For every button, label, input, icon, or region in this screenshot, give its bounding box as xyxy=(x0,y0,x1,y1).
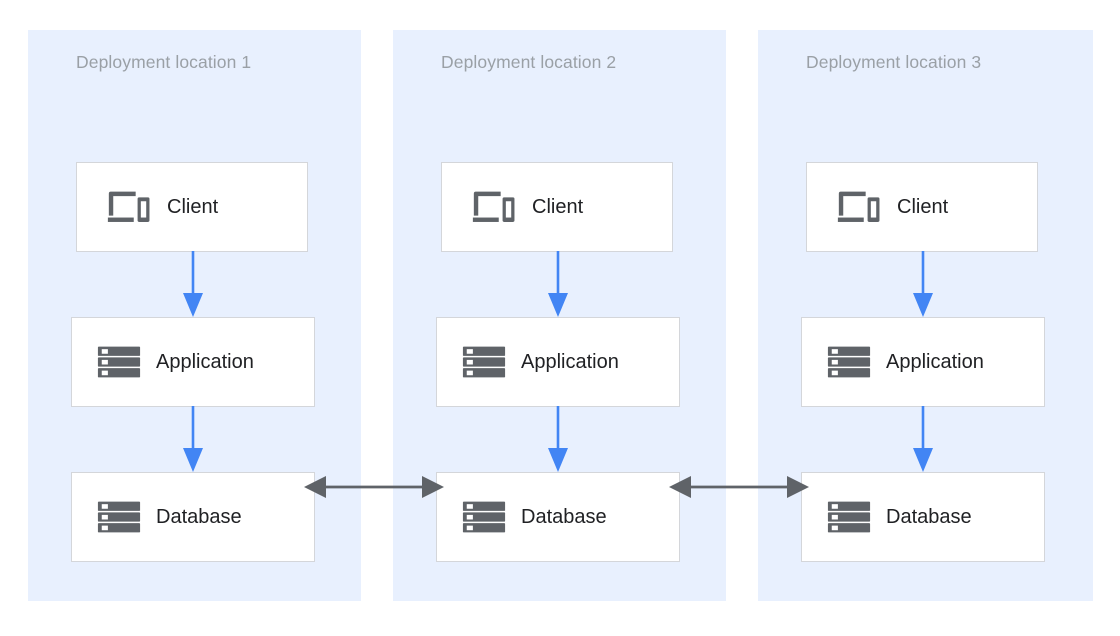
node-label-database-1: Database xyxy=(156,506,242,528)
node-label-client-3: Client xyxy=(897,196,949,218)
node-application-3[interactable]: Application xyxy=(801,317,1045,407)
server-icon xyxy=(462,501,506,533)
zone-title-1: Deployment location 1 xyxy=(76,52,252,72)
zone-title-2: Deployment location 2 xyxy=(441,52,617,72)
node-label-database-2: Database xyxy=(521,506,607,528)
node-client-2[interactable]: Client xyxy=(441,162,673,252)
node-label-client-2: Client xyxy=(532,196,584,218)
node-application-2[interactable]: Application xyxy=(436,317,680,407)
devices-icon xyxy=(107,191,150,222)
flow-arrow-client-to-application-3 xyxy=(913,251,933,317)
flow-arrow-application-to-database-3 xyxy=(913,406,933,472)
flow-arrow-application-to-database-2 xyxy=(548,406,568,472)
node-label-client-1: Client xyxy=(167,196,219,218)
node-database-2[interactable]: Database xyxy=(436,472,680,562)
server-icon xyxy=(97,346,141,378)
node-label-application-3: Application xyxy=(886,351,984,373)
deployment-zone-2: Deployment location 2 Client xyxy=(393,30,726,601)
node-label-application-1: Application xyxy=(156,351,254,373)
zone-title-3: Deployment location 3 xyxy=(806,52,982,72)
server-icon xyxy=(827,346,871,378)
flow-arrow-client-to-application-1 xyxy=(183,251,203,317)
server-icon xyxy=(462,346,506,378)
node-label-application-2: Application xyxy=(521,351,619,373)
node-application-1[interactable]: Application xyxy=(71,317,315,407)
node-client-3[interactable]: Client xyxy=(806,162,1038,252)
devices-icon xyxy=(472,191,515,222)
node-database-1[interactable]: Database xyxy=(71,472,315,562)
deployment-zone-1: Deployment location 1 Client xyxy=(28,30,361,601)
node-client-1[interactable]: Client xyxy=(76,162,308,252)
node-database-3[interactable]: Database xyxy=(801,472,1045,562)
node-label-database-3: Database xyxy=(886,506,972,528)
deployment-zone-3: Deployment location 3 Client xyxy=(758,30,1093,601)
flow-arrow-application-to-database-1 xyxy=(183,406,203,472)
flow-arrow-client-to-application-2 xyxy=(548,251,568,317)
devices-icon xyxy=(837,191,880,222)
server-icon xyxy=(97,501,141,533)
server-icon xyxy=(827,501,871,533)
